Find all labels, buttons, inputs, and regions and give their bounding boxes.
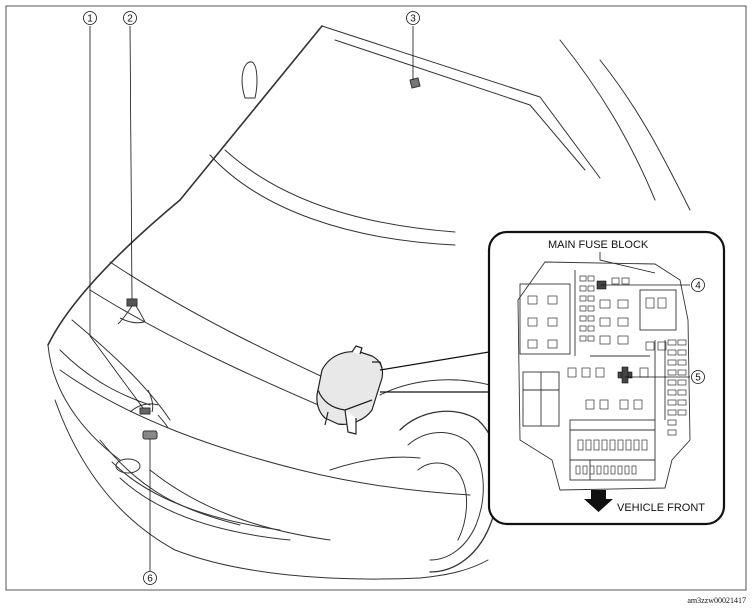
- leader-2: [129, 25, 133, 300]
- part-2-sensor: [117, 298, 146, 325]
- part-3-sensor: [409, 77, 421, 89]
- svg-text:4: 4: [695, 281, 701, 292]
- vehicle-body: [47, 25, 691, 580]
- callout-1: 1: [83, 11, 97, 25]
- svg-text:6: 6: [147, 574, 153, 585]
- fuse-5-marker: [617, 366, 633, 384]
- inset-title: MAIN FUSE BLOCK: [548, 239, 649, 251]
- svg-text:5: 5: [695, 373, 701, 384]
- fuse-block-top-view: [517, 261, 691, 491]
- callout-5: 5: [691, 370, 705, 384]
- svg-text:3: 3: [410, 14, 416, 25]
- zoom-line-upper: [379, 351, 490, 371]
- fuse-block-inset: MAIN FUSE BLOCK: [379, 230, 726, 526]
- fuse-cells: [527, 275, 687, 475]
- callout-4: 4: [691, 278, 705, 292]
- fuse-block-on-vehicle: [316, 345, 384, 435]
- part-1-hood-latch: [129, 389, 169, 429]
- vehicle-front-label: VEHICLE FRONT: [617, 502, 705, 514]
- callout-leaders: [89, 25, 690, 571]
- part-6-connector: [142, 430, 158, 440]
- inset-frame: [487, 230, 726, 526]
- callout-2: 2: [123, 11, 137, 25]
- vehicle-front-arrow: [584, 490, 613, 512]
- svg-text:2: 2: [127, 14, 133, 25]
- inset-title-leader: [599, 252, 656, 274]
- svg-text:1: 1: [87, 14, 93, 25]
- callout-3: 3: [406, 11, 420, 25]
- image-code: am3zzw00021417: [687, 596, 746, 605]
- diagram-frame: [5, 5, 747, 591]
- callout-6: 6: [143, 571, 157, 585]
- leader-1: [89, 26, 144, 409]
